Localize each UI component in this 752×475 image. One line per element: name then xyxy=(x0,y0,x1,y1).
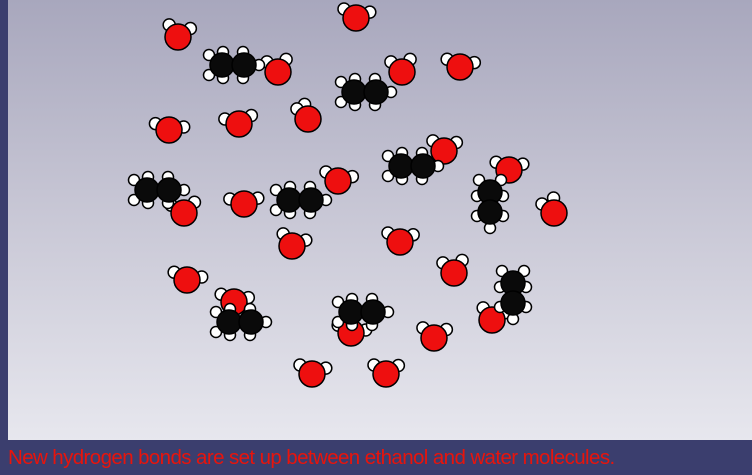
animation-frame xyxy=(8,0,752,440)
water-molecule xyxy=(440,52,482,81)
carbon-atom xyxy=(338,299,364,325)
oxygen-atom xyxy=(540,199,568,227)
water-molecule xyxy=(367,358,406,388)
oxygen-atom xyxy=(372,360,400,388)
carbon-atom xyxy=(216,309,242,335)
oxygen-atom xyxy=(164,23,192,51)
water-molecule xyxy=(276,227,313,260)
carbon-atom xyxy=(360,299,386,325)
ethanol-molecule xyxy=(470,173,510,235)
carbon-atom xyxy=(477,199,503,225)
water-molecule xyxy=(162,18,198,51)
ethanol-molecule xyxy=(269,180,333,220)
water-molecule xyxy=(290,97,322,133)
water-molecule xyxy=(293,358,333,388)
oxygen-atom xyxy=(478,306,506,334)
ethanol-molecule xyxy=(334,72,398,112)
caption-text: New hydrogen bonds are set up between et… xyxy=(8,446,615,469)
oxygen-atom xyxy=(170,199,198,227)
ethanol-molecule xyxy=(493,264,533,326)
oxygen-atom xyxy=(388,58,416,86)
ethanol-molecule xyxy=(331,292,395,332)
oxygen-atom xyxy=(440,259,468,287)
oxygen-atom xyxy=(155,116,183,144)
water-molecule xyxy=(426,134,464,165)
oxygen-atom xyxy=(324,167,352,195)
carbon-atom xyxy=(363,79,389,105)
oxygen-atom xyxy=(446,53,474,81)
carbon-atom xyxy=(156,177,182,203)
water-molecule xyxy=(416,321,454,352)
oxygen-atom xyxy=(342,4,370,32)
water-molecule xyxy=(436,253,469,287)
molecule-scene xyxy=(127,2,568,388)
water-molecule xyxy=(384,52,417,86)
carbon-atom xyxy=(298,187,324,213)
carbon-atom xyxy=(341,79,367,105)
oxygen-atom xyxy=(294,105,322,133)
oxygen-atom xyxy=(420,324,448,352)
ethanol-molecule xyxy=(209,302,273,342)
carbon-atom xyxy=(238,309,264,335)
carbon-atom xyxy=(209,52,235,78)
water-molecule xyxy=(319,165,360,195)
oxygen-atom xyxy=(230,190,258,218)
water-molecule xyxy=(260,52,293,86)
carbon-atom xyxy=(231,52,257,78)
oxygen-atom xyxy=(386,228,414,256)
ethanol-molecule xyxy=(127,170,191,210)
carbon-atom xyxy=(134,177,160,203)
water-molecule xyxy=(381,226,420,256)
water-molecule xyxy=(535,191,568,227)
water-molecule xyxy=(223,190,265,218)
oxygen-atom xyxy=(430,137,458,165)
oxygen-atom xyxy=(278,232,306,260)
oxygen-atom xyxy=(225,110,253,138)
water-molecule xyxy=(337,2,377,32)
carbon-atom xyxy=(410,153,436,179)
ethanol-molecule xyxy=(381,146,445,186)
oxygen-atom xyxy=(173,266,201,294)
water-molecule xyxy=(148,116,191,144)
water-molecule xyxy=(218,108,259,138)
carbon-atom xyxy=(276,187,302,213)
oxygen-atom xyxy=(298,360,326,388)
oxygen-atom xyxy=(264,58,292,86)
carbon-atom xyxy=(388,153,414,179)
ethanol-molecule xyxy=(202,45,266,85)
water-molecule xyxy=(167,265,209,294)
carbon-atom xyxy=(500,290,526,316)
